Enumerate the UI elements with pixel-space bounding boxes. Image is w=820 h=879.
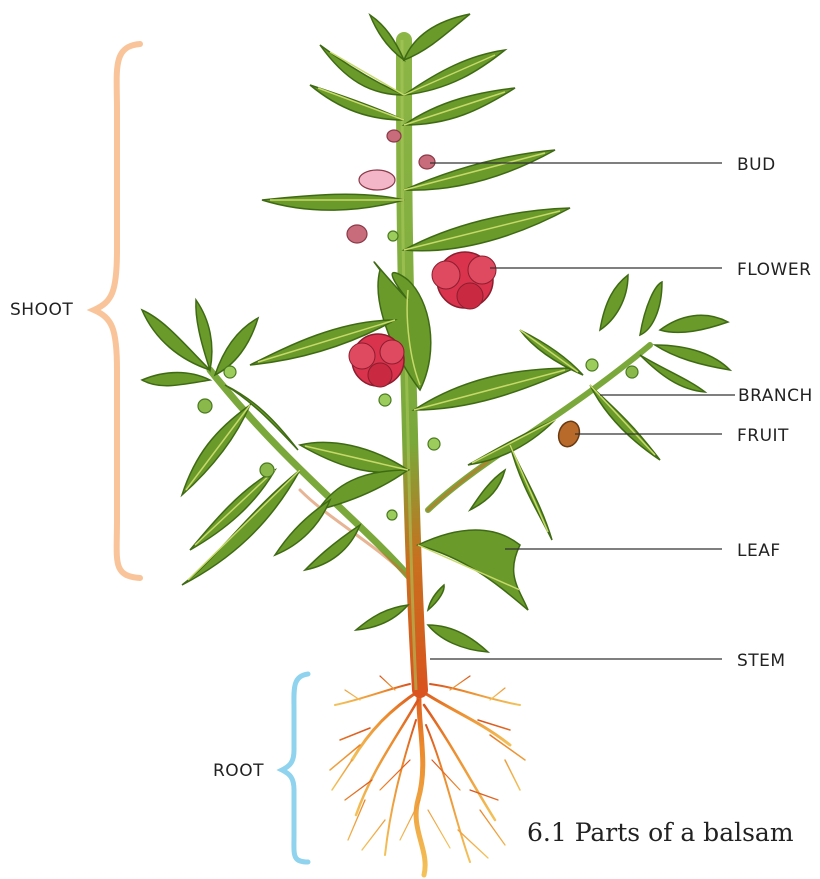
root-system xyxy=(330,676,525,875)
leaves xyxy=(142,14,730,652)
label-bud: BUD xyxy=(737,155,776,175)
figure-caption: 6.1 Parts of a balsam xyxy=(527,818,794,848)
root-brace xyxy=(282,674,308,862)
label-root: ROOT xyxy=(213,761,264,781)
label-shoot: SHOOT xyxy=(10,300,73,320)
label-branch: BRANCH xyxy=(738,386,813,406)
flower-lower xyxy=(349,334,404,387)
label-flower: FLOWER xyxy=(737,260,811,280)
flower-upper xyxy=(432,252,496,309)
label-fruit: FRUIT xyxy=(737,426,789,446)
shoot-brace xyxy=(94,44,140,578)
label-leaf: LEAF xyxy=(737,541,781,561)
label-stem: STEM xyxy=(737,651,786,671)
